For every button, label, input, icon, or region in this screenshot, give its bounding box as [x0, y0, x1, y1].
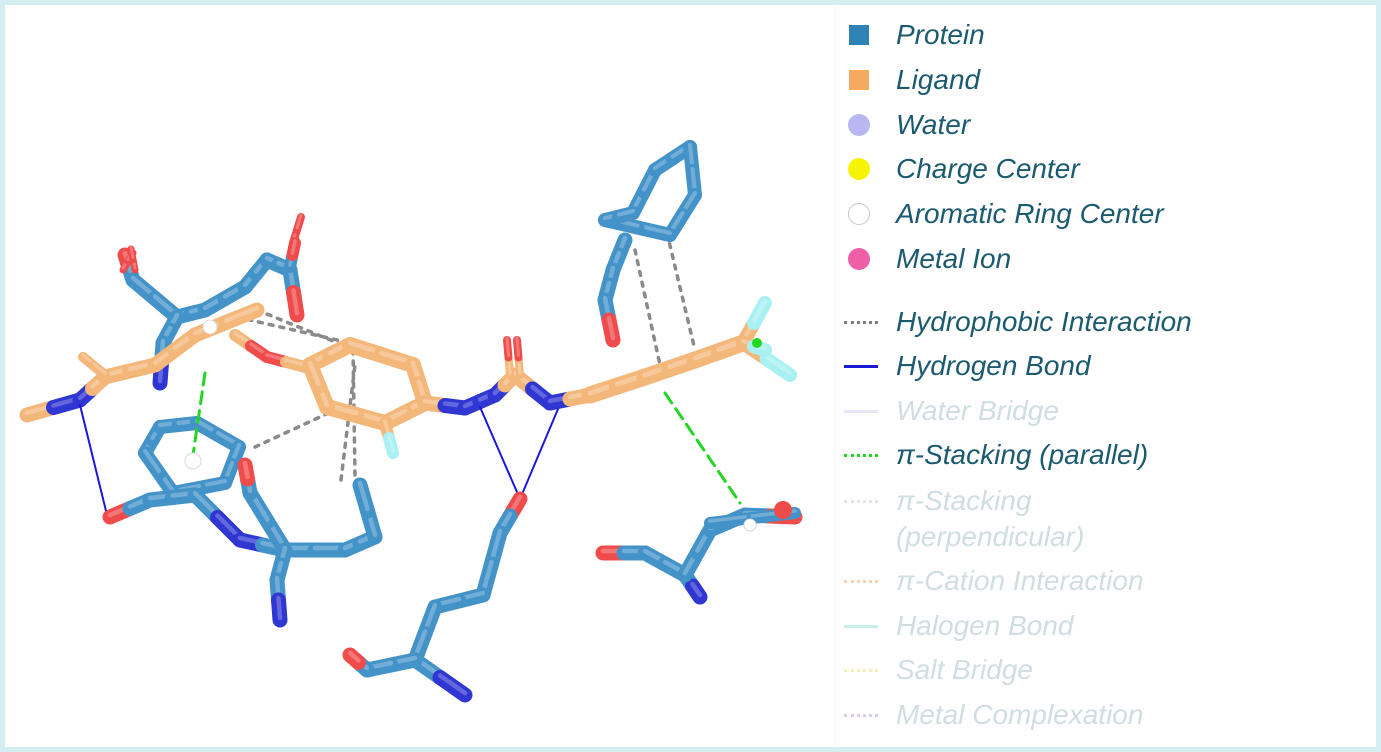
hydrophobic-interaction-line — [633, 248, 662, 367]
protein-residue-stick-highlight — [690, 581, 703, 598]
protein-ring-stick-highlight — [616, 208, 636, 217]
legend-marker-icon — [842, 239, 876, 279]
legend-label: π-Stacking (parallel) — [896, 439, 1149, 470]
hydrophobic-interaction-line — [235, 315, 352, 345]
protein-residue-stick-highlight — [347, 650, 361, 663]
molecular-3d-view[interactable] — [5, 5, 835, 747]
ligand-carbonyl-stick-highlight — [515, 336, 520, 357]
ligand-stick — [89, 361, 110, 380]
protein-residue-stick-highlight — [437, 673, 468, 696]
protein-ring-stick-highlight — [142, 448, 162, 474]
carbonyl-oxygen-stick-highlight — [129, 245, 135, 259]
ligand-fluorine-stick-highlight — [751, 298, 768, 324]
legend-label: Halogen Bond — [896, 610, 1074, 641]
legend-marker-icon — [842, 15, 876, 55]
pi-stacking-endpoint — [752, 338, 762, 348]
protein-residue-stick-highlight — [290, 239, 297, 255]
legend-label: π-Stacking(perpendicular) — [896, 485, 1085, 552]
legend-line-icon — [844, 695, 878, 735]
hydrophobic-interaction-line — [253, 408, 337, 449]
legend-label: Metal Complexation — [896, 699, 1144, 730]
ligand-stick-highlight — [223, 305, 260, 323]
hydrophobic-interaction-line — [339, 363, 357, 482]
legend-label: Protein — [896, 19, 985, 50]
protein-ring-stick-highlight — [708, 514, 755, 523]
legend-line-icon — [844, 391, 878, 431]
legend-line-icon — [844, 302, 878, 342]
pi-stacking-line — [191, 371, 207, 457]
ligand-fluorine-stick-highlight — [764, 354, 793, 376]
legend-label: Salt Bridge — [896, 654, 1033, 685]
hydrophobic-interaction-line — [665, 231, 697, 352]
protein-residue-stick-highlight — [606, 315, 616, 341]
legend-marker-icon — [842, 60, 876, 100]
legend-label: π-Cation Interaction — [896, 565, 1144, 596]
aromatic-ring-center — [184, 452, 202, 470]
ligand-stick-highlight — [284, 358, 307, 367]
carbonyl-oxygen-stick-highlight — [295, 213, 303, 230]
legend-line-icon — [844, 481, 878, 521]
aromatic-ring-center — [743, 518, 757, 532]
legend-label: Metal Ion — [896, 243, 1012, 274]
hydrogen-bond-line — [79, 404, 108, 516]
legend-label: Hydrogen Bond — [896, 350, 1091, 381]
legend-line-icon — [844, 606, 878, 646]
ligand-carbonyl-stick-highlight — [505, 336, 510, 357]
legend-line-icon — [844, 650, 878, 690]
legend-label: Water — [896, 109, 971, 140]
legend-line-icon — [844, 561, 878, 601]
legend-label: Aromatic Ring Center — [896, 198, 1164, 229]
protein-residue-stick-highlight — [276, 595, 283, 621]
legend-line-icon — [844, 435, 878, 475]
legend-label: Water Bridge — [896, 395, 1059, 426]
legend-label: Charge Center — [896, 153, 1080, 184]
ligand-stick-highlight — [92, 362, 107, 375]
legend-marker-icon — [842, 149, 876, 189]
legend-marker-icon — [842, 105, 876, 145]
hydrogen-bond-line — [479, 406, 521, 500]
protein-residue-stick-highlight — [357, 480, 370, 512]
legend-marker-icon — [842, 194, 876, 234]
molecule-canvas[interactable] — [5, 5, 835, 747]
legend-line-icon — [844, 346, 878, 386]
protein-residue-stick-highlight — [242, 460, 250, 480]
ligand-stick — [280, 356, 311, 373]
protein-residue-stick-highlight — [291, 288, 300, 316]
legend-label: Hydrophobic Interaction — [896, 306, 1192, 337]
oxygen-atom — [774, 501, 792, 519]
hydrogen-bond-line — [519, 408, 559, 500]
aromatic-ring-center — [202, 319, 218, 335]
ligand-fluorine-stick-highlight — [387, 434, 395, 453]
ligand-ring-stick-highlight — [307, 360, 321, 387]
pi-stacking-line — [663, 391, 742, 505]
legend-label: Ligand — [896, 64, 981, 95]
protein-ring-stick — [704, 512, 759, 529]
